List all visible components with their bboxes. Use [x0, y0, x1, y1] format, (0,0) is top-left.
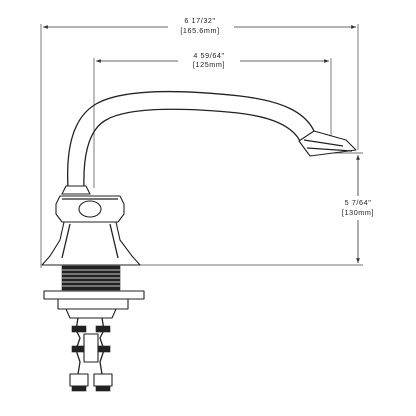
supply-block [83, 333, 99, 363]
spout-inner-contour [83, 108, 301, 189]
mounting-bracket [65, 308, 117, 319]
fitting-right-end [95, 385, 111, 392]
faucet-body [41, 185, 141, 266]
supply-clip-1 [71, 325, 87, 333]
base-line-right [109, 223, 119, 259]
faucet-spout [67, 90, 357, 189]
mounting-nut [57, 298, 129, 310]
hub-screw [78, 200, 102, 218]
supply-clip-2 [95, 325, 111, 333]
fitting-right [93, 373, 113, 387]
spout-reach-metric: [125mm] [193, 60, 225, 69]
spout-reach-dimension: 4 59/64" [125mm] [93, 50, 332, 188]
mounting-hardware [43, 265, 145, 392]
overall-width-metric: [165.6mm] [180, 26, 219, 35]
supply-clip-4 [97, 345, 111, 353]
spout-outer-contour [67, 90, 315, 189]
body-base [41, 221, 141, 266]
base-line-left [61, 223, 71, 259]
spout-height-metric: [130mm] [342, 208, 374, 217]
overall-width-dimension: 6 17/32" [165.6mm] [40, 14, 359, 268]
nozzle-ring-2 [306, 147, 353, 152]
body-collar [61, 185, 91, 195]
fitting-left-end [71, 385, 87, 392]
spout-height-imperial: 5 7/64" [345, 198, 372, 207]
spout-height-dimension: 5 7/64" [130mm] [140, 152, 384, 266]
spout-reach-imperial: 4 59/64" [193, 51, 224, 60]
nozzle-ring-1 [303, 139, 344, 147]
overall-width-imperial: 6 17/32" [184, 16, 215, 25]
supply-clip-3 [71, 345, 85, 353]
mounting-washer [43, 290, 145, 300]
fitting-left [69, 373, 89, 387]
